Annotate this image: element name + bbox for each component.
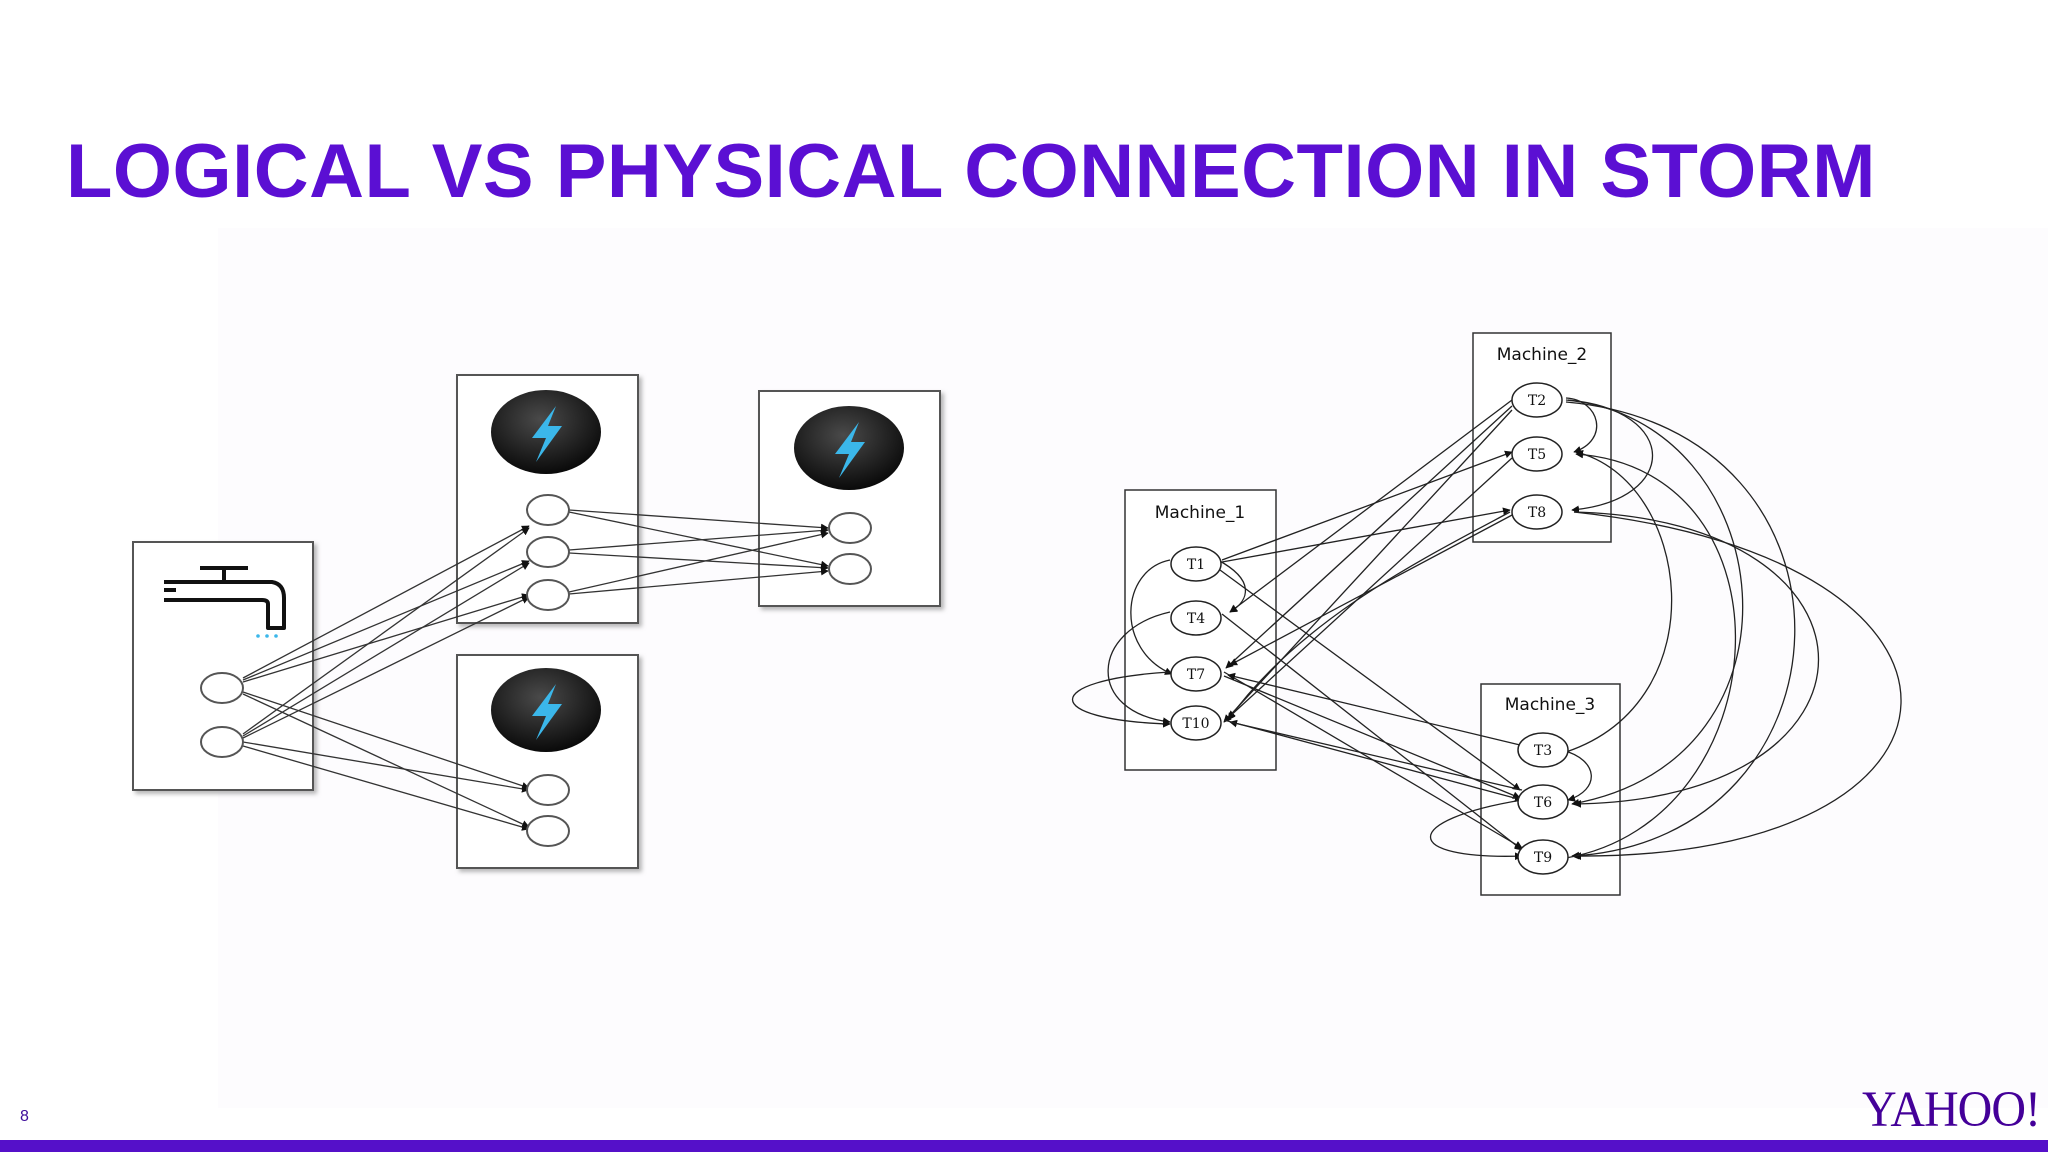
bolt-a-task-node bbox=[526, 579, 570, 611]
lightning-bolt-icon bbox=[491, 390, 601, 474]
bolt-b-task-node bbox=[526, 774, 570, 806]
task-label: T6 bbox=[1534, 795, 1552, 811]
physical-diagram: Machine_1 Machine_2 Machine_3 bbox=[1071, 332, 1902, 896]
task-node-t5: T5 bbox=[1511, 436, 1563, 472]
task-label: T3 bbox=[1534, 743, 1552, 759]
bolt-c-task-node bbox=[828, 512, 872, 544]
task-label: T9 bbox=[1534, 850, 1552, 866]
task-node-t10: T10 bbox=[1170, 705, 1222, 741]
logical-diagram bbox=[132, 374, 941, 869]
faucet-icon bbox=[164, 566, 286, 638]
machine-2-label: Machine_2 bbox=[1497, 345, 1587, 365]
bolt-c-task-node bbox=[828, 553, 872, 585]
task-node-t6: T6 bbox=[1517, 784, 1569, 820]
task-label: T8 bbox=[1528, 505, 1546, 521]
logical-edges bbox=[242, 509, 829, 831]
task-node-t1: T1 bbox=[1170, 546, 1222, 582]
machine-3-label: Machine_3 bbox=[1505, 695, 1595, 715]
bolt-a-task-node bbox=[526, 536, 570, 568]
bottom-bar bbox=[0, 1140, 2048, 1152]
spout-task-node bbox=[200, 726, 244, 758]
task-node-t2: T2 bbox=[1511, 382, 1563, 418]
task-label: T1 bbox=[1187, 557, 1205, 573]
page-number: 8 bbox=[20, 1108, 29, 1125]
lightning-bolt-icon bbox=[491, 668, 601, 752]
task-node-t8: T8 bbox=[1511, 494, 1563, 530]
task-label: T7 bbox=[1187, 667, 1205, 683]
task-node-t3: T3 bbox=[1517, 732, 1569, 768]
physical-edges bbox=[1071, 397, 1902, 861]
task-label: T2 bbox=[1528, 393, 1546, 409]
slide-title: LOGICAL VS PHYSICAL CONNECTION IN STORM bbox=[66, 129, 1876, 214]
yahoo-logo: YAHOO! bbox=[1862, 1081, 2041, 1138]
task-label: T5 bbox=[1528, 447, 1546, 463]
task-label: T4 bbox=[1187, 611, 1205, 627]
machine-1-label: Machine_1 bbox=[1155, 503, 1245, 523]
lightning-bolt-icon bbox=[794, 406, 904, 490]
bolt-a-task-node bbox=[526, 494, 570, 526]
bolt-b-task-node bbox=[526, 815, 570, 847]
task-label: T10 bbox=[1182, 716, 1209, 732]
logical-task-nodes bbox=[200, 494, 872, 847]
task-node-t4: T4 bbox=[1170, 600, 1222, 636]
task-node-t7: T7 bbox=[1170, 656, 1222, 692]
task-node-t9: T9 bbox=[1517, 839, 1569, 875]
spout-task-node bbox=[200, 672, 244, 704]
